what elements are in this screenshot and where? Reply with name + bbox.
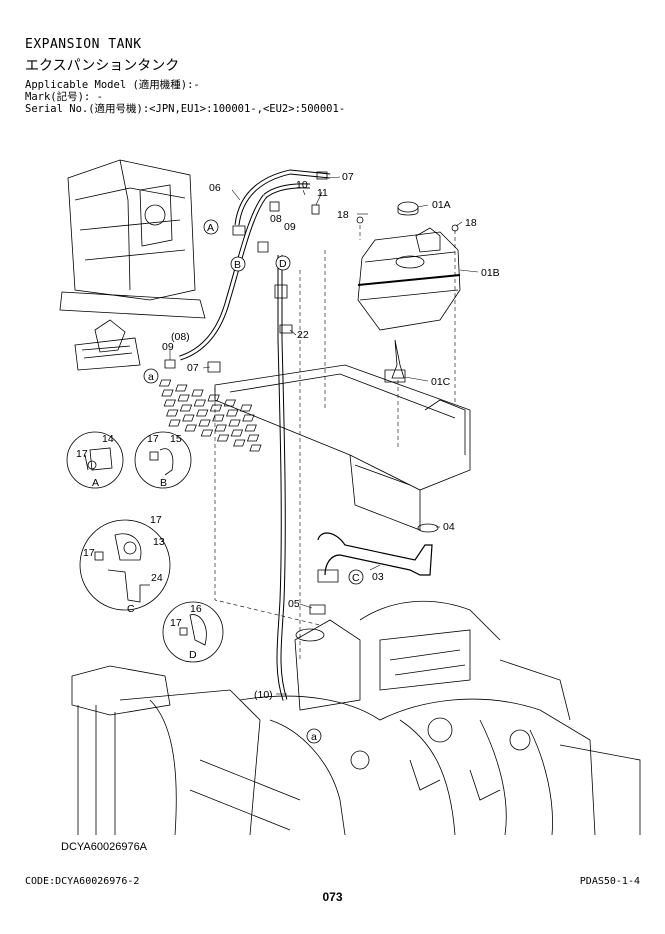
plate-hole <box>207 394 220 402</box>
marker-a-circle-label: A <box>207 222 214 234</box>
plate-hole <box>233 439 246 447</box>
plate-hole <box>163 399 176 407</box>
detail-view-c-circle <box>79 519 171 611</box>
machine-overview-illustration <box>59 159 206 371</box>
engine-illustration <box>71 600 641 836</box>
detail-view-b-circle <box>134 431 192 489</box>
callout-08-paren: (08) <box>171 331 190 343</box>
callout-22: 22 <box>297 329 309 341</box>
plate-hole <box>249 444 262 452</box>
callout-18-right: 18 <box>465 217 477 229</box>
plate-hole <box>228 419 241 427</box>
detail-d-callout-16: 16 <box>190 603 202 615</box>
callout-leaders <box>169 176 479 695</box>
plate-hole <box>212 414 225 422</box>
marker-c-circle-label: C <box>352 572 360 584</box>
detail-view-c-letter: C <box>127 603 135 615</box>
plate-hole <box>239 404 253 412</box>
callout-09: 09 <box>284 221 296 233</box>
detail-view-d-circle <box>162 601 224 663</box>
plate-hole <box>166 409 179 417</box>
callout-11: 11 <box>317 187 328 199</box>
page-title-japanese: エクスパンションタンク <box>25 58 180 74</box>
callout-05: 05 <box>288 598 300 610</box>
page-number: 073 <box>322 890 343 904</box>
callout-09-lower: 09 <box>162 341 174 353</box>
plate-hole <box>230 429 244 437</box>
callout-10: 10 <box>296 179 308 191</box>
detail-a-callout-17: 17 <box>76 448 88 460</box>
plate-hole <box>242 414 255 422</box>
detail-b-callout-15: 15 <box>170 433 182 445</box>
detail-view-b-letter: B <box>160 477 167 489</box>
detail-view-a-letter: A <box>92 477 99 489</box>
plate-hole <box>191 389 204 397</box>
callout-06: 06 <box>209 182 221 194</box>
plate-hole <box>226 409 239 417</box>
plate-hole <box>244 424 257 432</box>
detail-b-callout-17: 17 <box>147 433 159 445</box>
callout-18-left: 18 <box>337 209 349 221</box>
plate-grid-holes <box>158 379 262 452</box>
expansion-tank-illustration <box>356 201 461 379</box>
callout-07-lower: 07 <box>187 362 199 374</box>
detail-view-a-circle <box>66 431 124 489</box>
detail-d-callout-17: 17 <box>170 617 182 629</box>
plate-hole <box>214 424 227 432</box>
detail-c-callout-17-left: 17 <box>83 547 95 559</box>
detail-c-callout-24: 24 <box>151 572 163 584</box>
marker-a1-circle-label: a <box>148 371 154 383</box>
applicable-model: Applicable Model (適用機種):- <box>25 79 200 91</box>
callout-08: 08 <box>270 213 282 225</box>
callout-01B: 01B <box>481 267 500 279</box>
plate-hole <box>196 409 209 417</box>
circled-markers: A B C D a a <box>143 219 364 744</box>
plate-hole <box>158 379 172 387</box>
plate-hole <box>198 419 211 427</box>
marker-a2-circle-label: a <box>311 731 317 743</box>
detail-a-callout-14: 14 <box>102 433 114 445</box>
callout-03: 03 <box>372 571 384 583</box>
callout-01A: 01A <box>432 199 451 211</box>
figure-reference: DCYA60026976A <box>61 841 148 853</box>
plate-hole <box>182 414 195 422</box>
plate-hole <box>179 404 193 412</box>
plate-hole <box>216 434 230 442</box>
hose-lines <box>179 169 331 701</box>
detail-c-callout-13: 13 <box>153 536 165 548</box>
plate-hole <box>168 419 181 427</box>
detail-c-callout-17-top: 17 <box>150 514 162 526</box>
plate-hole <box>177 394 190 402</box>
callout-10-paren: (10) <box>254 689 273 701</box>
page-title: EXPANSION TANK <box>25 37 142 52</box>
bracket-plate-illustration <box>214 364 471 531</box>
hose-03-illustration <box>317 523 439 583</box>
plate-hole <box>175 384 188 392</box>
marker-d-circle-label: D <box>279 258 287 270</box>
marker-b-circle-label: B <box>234 259 241 271</box>
callout-labels: 06 10 07 11 08 09 18 18 01A 01B 01C 22 (… <box>76 171 500 701</box>
plate-hole <box>161 389 174 397</box>
leader-dashes <box>214 225 456 660</box>
plate-hole <box>223 399 236 407</box>
mark: Mark(記号): - <box>25 91 103 103</box>
plate-hole <box>184 424 197 432</box>
serial-number: Serial No.(適用号機):<JPN,EU1>:100001-,<EU2>… <box>25 103 346 115</box>
callout-01C: 01C <box>431 376 451 388</box>
callout-07: 07 <box>342 171 354 183</box>
footer-doc-number: PDAS50-1-4 <box>579 876 640 887</box>
detail-view-d-letter: D <box>189 649 197 661</box>
plate-hole <box>193 399 206 407</box>
plate-hole <box>209 404 223 412</box>
footer-code: CODE:DCYA60026976-2 <box>25 876 140 887</box>
callout-04: 04 <box>443 521 455 533</box>
plate-hole <box>200 429 214 437</box>
plate-hole <box>246 434 260 442</box>
